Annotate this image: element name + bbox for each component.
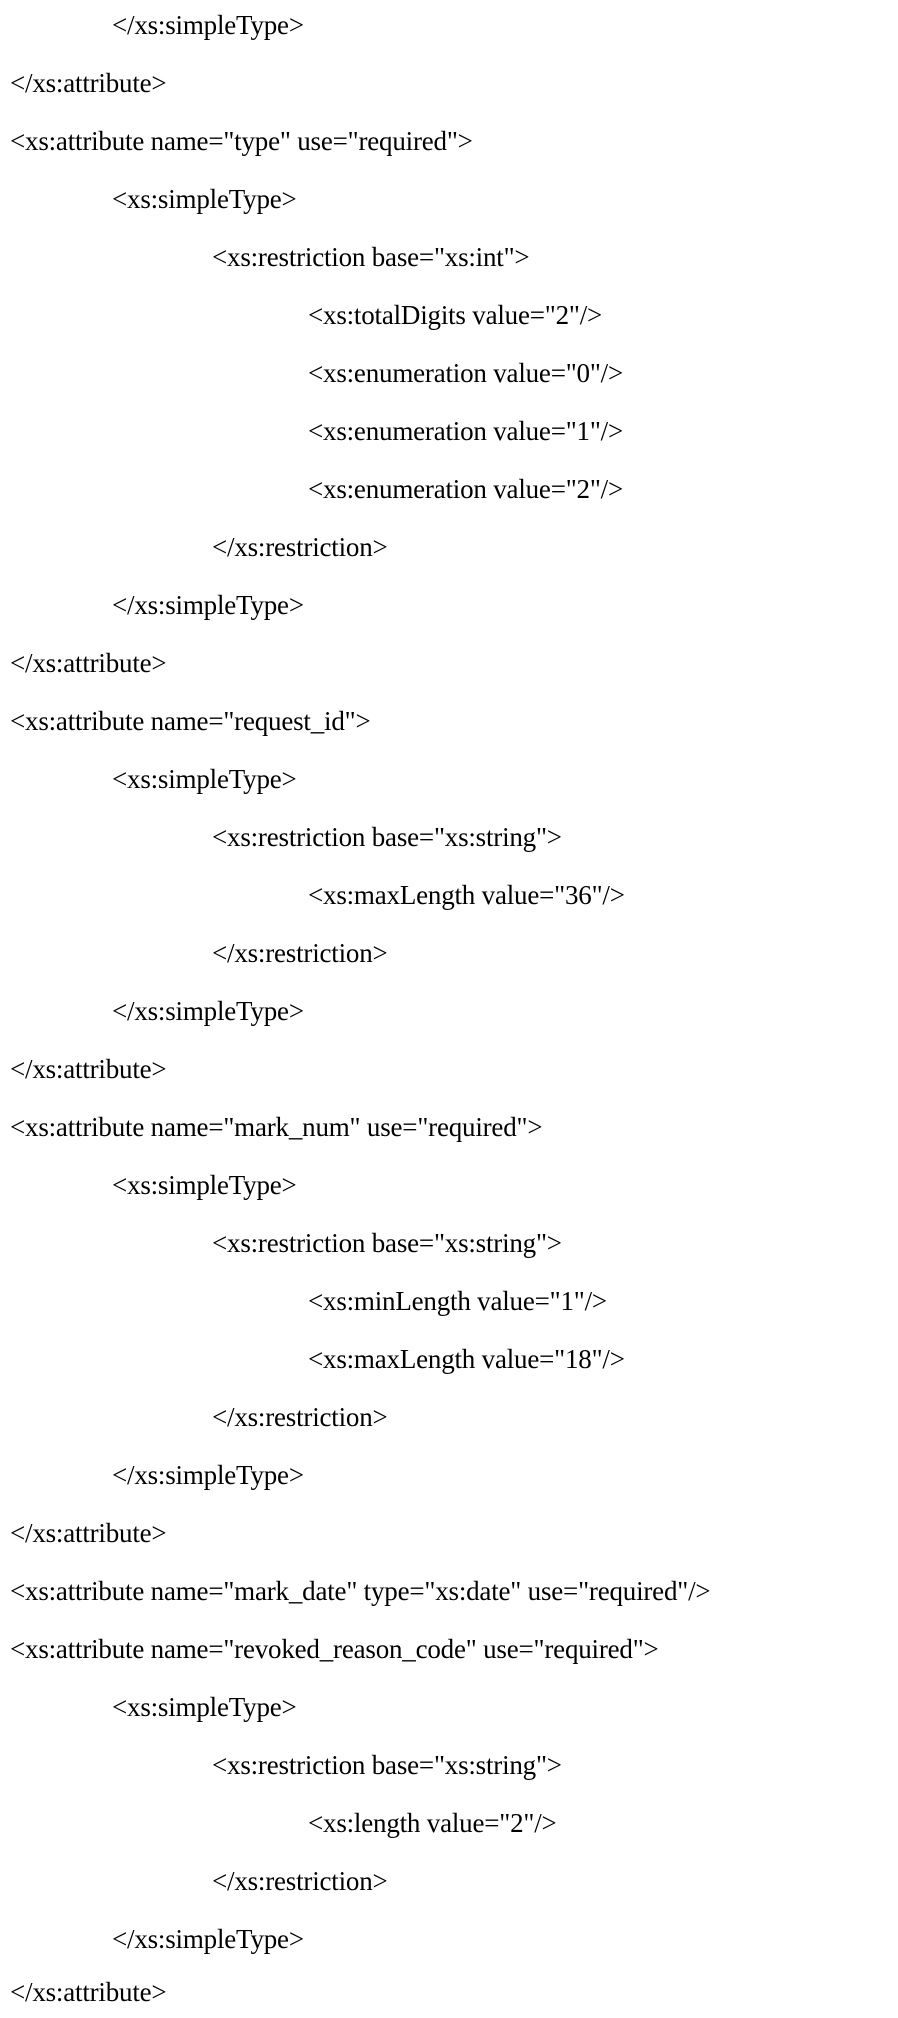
code-line: </xs:attribute> — [10, 1518, 167, 1548]
code-line: <xs:simpleType> — [112, 1692, 297, 1722]
code-line: <xs:totalDigits value="2"/> — [308, 300, 603, 330]
code-line: </xs:attribute> — [10, 68, 167, 98]
code-line: </xs:restriction> — [212, 938, 388, 968]
code-line: <xs:simpleType> — [112, 184, 297, 214]
code-line: <xs:simpleType> — [112, 1170, 297, 1200]
code-line: </xs:restriction> — [212, 1866, 388, 1896]
code-line: <xs:maxLength value="36"/> — [308, 880, 625, 910]
code-line: <xs:attribute name="request_id"> — [10, 706, 371, 736]
code-line: </xs:simpleType> — [112, 590, 304, 620]
code-line: <xs:attribute name="mark_num" use="requi… — [10, 1112, 543, 1142]
code-line: <xs:minLength value="1"/> — [308, 1286, 607, 1316]
code-line: <xs:attribute name="type" use="required"… — [10, 126, 473, 156]
code-line: <xs:enumeration value="2"/> — [308, 474, 624, 504]
code-line: <xs:restriction base="xs:int"> — [212, 242, 530, 272]
code-line: </xs:attribute> — [10, 648, 167, 678]
code-line: </xs:simpleType> — [112, 996, 304, 1026]
code-line: <xs:attribute name="mark_date" type="xs:… — [10, 1576, 711, 1606]
code-line: <xs:attribute name="revoked_reason_code"… — [10, 1634, 659, 1664]
code-line: </xs:restriction> — [212, 1402, 388, 1432]
code-line: <xs:restriction base="xs:string"> — [212, 822, 562, 852]
code-line: <xs:restriction base="xs:string"> — [212, 1228, 562, 1258]
code-line: <xs:enumeration value="1"/> — [308, 416, 624, 446]
code-line: </xs:simpleType> — [112, 1460, 304, 1490]
code-line: </xs:simpleType> — [112, 1924, 304, 1954]
code-line: <xs:enumeration value="0"/> — [308, 358, 624, 388]
code-line: <xs:length value="2"/> — [308, 1808, 557, 1838]
code-line: <xs:simpleType> — [112, 764, 297, 794]
code-line: </xs:simpleType> — [112, 10, 304, 40]
code-line: </xs:attribute> — [10, 1977, 167, 2007]
code-line: </xs:restriction> — [212, 532, 388, 562]
code-line: <xs:restriction base="xs:string"> — [212, 1750, 562, 1780]
code-line: </xs:attribute> — [10, 1054, 167, 1084]
code-line: <xs:maxLength value="18"/> — [308, 1344, 625, 1374]
